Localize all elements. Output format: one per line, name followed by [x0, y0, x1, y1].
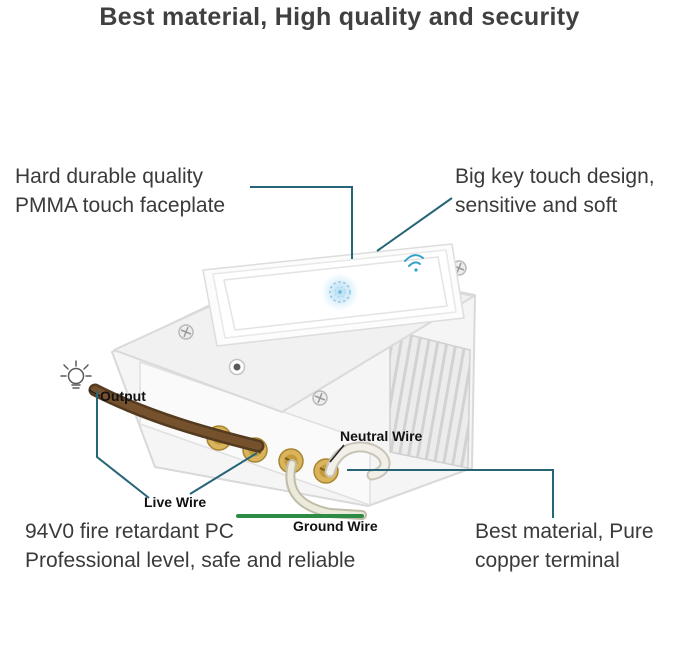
- annotation-faceplate: Hard durable quality PMMA touch faceplat…: [15, 163, 225, 221]
- touch-glow-indicator: [319, 271, 361, 313]
- annotation-line: Best material, Pure: [475, 520, 654, 543]
- callout-line-material: [96, 391, 150, 499]
- label-live-wire: Live Wire: [144, 494, 207, 510]
- output-pointer-line: [88, 389, 101, 397]
- faceplate-key-outline: [223, 256, 448, 331]
- callout-lines: [96, 186, 554, 518]
- ground-wire-highlight: [287, 461, 365, 518]
- annotation-line: Hard durable quality: [15, 165, 203, 188]
- callout-line-faceplate: [250, 186, 353, 259]
- annotation-line: 94V0 fire retardant PC: [25, 520, 234, 543]
- annotation-line: sensitive and soft: [455, 193, 618, 217]
- annotation-line: copper terminal: [475, 548, 620, 572]
- wifi-icon: [404, 254, 424, 272]
- annotation-touch: Big key touch design, sensitive and soft: [455, 163, 655, 221]
- annotation-line: Professional level, safe and reliable: [25, 548, 356, 572]
- callout-line-touch: [376, 197, 453, 252]
- callout-line-terminal: [347, 469, 554, 518]
- callout-line-live: [189, 452, 258, 495]
- label-output: Output: [100, 388, 146, 404]
- plate-hole: [228, 358, 246, 376]
- page-title: Best material, High quality and security: [99, 3, 580, 31]
- lightbulb-icon: [60, 360, 92, 389]
- annotation-line: Big key touch design,: [455, 165, 655, 188]
- label-ground-wire: Ground Wire: [293, 518, 378, 534]
- annotation-terminal: Best material, Pure copper terminal: [475, 518, 654, 576]
- live-wire-highlight: [91, 386, 262, 450]
- label-neutral-wire: Neutral Wire: [340, 428, 423, 444]
- annotation-line: PMMA touch faceplate: [15, 193, 226, 217]
- plate-screw: [312, 390, 328, 406]
- heat-sink-fins: [389, 329, 471, 469]
- neutral-pointer-line: [329, 444, 345, 463]
- plate-screw: [178, 324, 194, 340]
- annotation-material: 94V0 fire retardant PC Professional leve…: [25, 518, 355, 576]
